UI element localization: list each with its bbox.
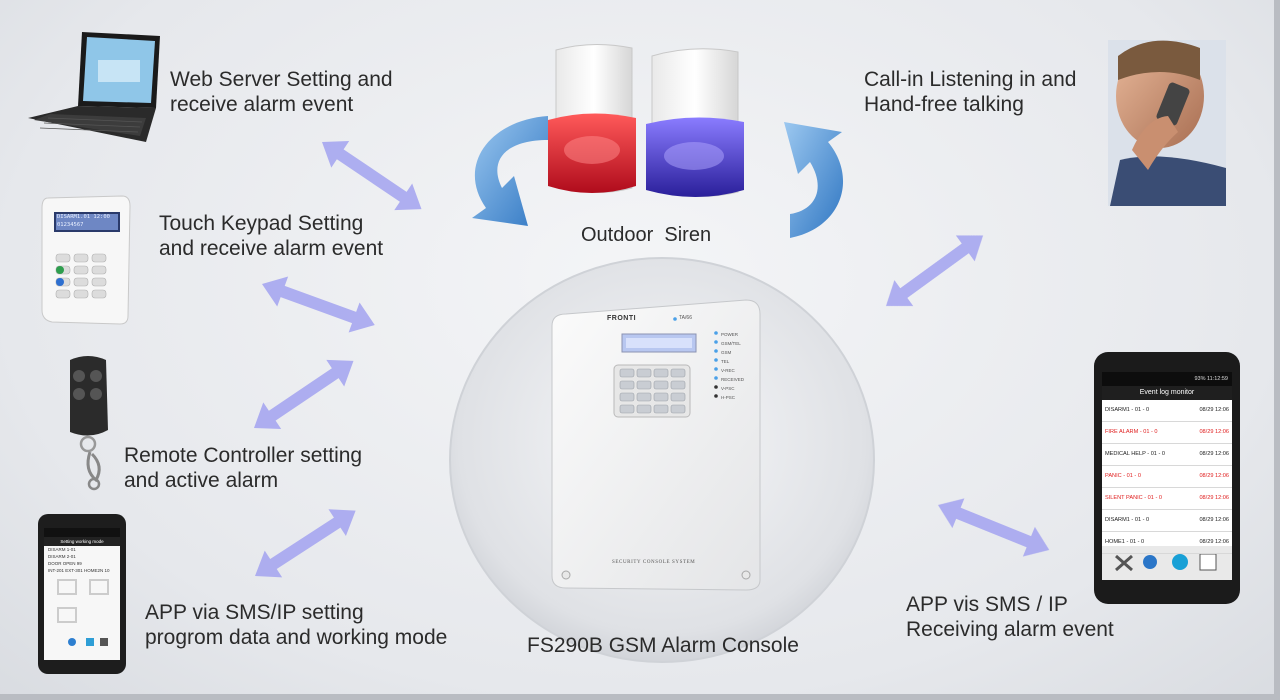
right-smartphone-device [1094,352,1240,604]
alarm-console-device [551,299,761,591]
node-app-setting-line2: progrom data and working mode [145,626,448,649]
console-model: TA/66 [679,315,692,321]
node-app-receive-line2: Receiving alarm event [906,618,1114,641]
event-name: SILENT PANIC - 01 - 0 [1105,495,1162,501]
node-app-setting-line1: APP via SMS/IP setting [145,601,364,624]
node-app-receive: APP vis SMS / IP Receiving alarm event [906,592,1114,642]
node-app-receive-line1: APP vis SMS / IP [906,593,1068,616]
arrow-app-receive [932,490,1056,565]
arrow-keypad [256,268,381,341]
left-phone-line: DISARM 2-01 [48,554,76,559]
node-call-in: Call-in Listening in and Hand-free talki… [864,67,1076,117]
console-led-label: GSM [721,350,732,355]
keypad-display-line2: 01234567 [57,222,84,228]
event-time: 08/29 12:06 [1199,429,1229,435]
arrow-app-setting [246,497,365,590]
person-on-phone-image [1108,40,1226,206]
right-phone-status: 93% 11:12:59 [1194,376,1228,382]
right-phone-title: Event log monitor [1139,389,1195,396]
event-name: MEDICAL HELP - 01 - 0 [1105,451,1165,457]
arrow-call-in [876,222,993,319]
left-phone-title: Setting working mode [60,539,104,544]
outdoor-siren-blue [646,48,744,197]
touch-keypad-device [41,195,131,325]
event-time: 08/29 12:06 [1199,539,1229,545]
console-label: FS290B GSM Alarm Console [527,634,799,657]
event-log-row[interactable]: FIRE ALARM - 01 - 0 08/29 12:06 [1102,422,1232,444]
siren-curve-arrow-right [784,122,844,238]
node-keypad: Touch Keypad Setting and receive alarm e… [159,211,383,261]
event-log-row[interactable]: PANIC - 01 - 0 08/29 12:06 [1102,466,1232,488]
right-phone-screen: 93% 11:12:59 Event log monitor DISARM1 -… [1102,372,1232,554]
event-name: DISARM1 - 01 - 0 [1105,517,1150,523]
console-led-label: RECEIVED [721,377,745,382]
event-time: 08/29 12:06 [1199,451,1229,457]
siren-curve-arrow-left [472,116,548,226]
event-name: PANIC - 01 - 0 [1105,473,1141,479]
node-web-server-line1: Web Server Setting and [170,68,393,91]
event-name: FIRE ALARM - 01 - 0 [1105,429,1158,435]
arrow-remote [245,347,363,442]
node-keypad-line1: Touch Keypad Setting [159,212,364,235]
event-log-row[interactable]: DISARM1 - 01 - 0 08/29 12:06 [1102,400,1232,422]
console-led-label: V-PSC [721,386,735,391]
event-log-row[interactable]: MEDICAL HELP - 01 - 0 08/29 12:06 [1102,444,1232,466]
siren-label: Outdoor Siren [581,224,712,246]
node-remote: Remote Controller setting and active ala… [124,443,362,493]
node-call-in-line1: Call-in Listening in and [864,68,1077,91]
event-log-row[interactable]: HOME1 - 01 - 0 08/29 12:06 [1102,532,1232,554]
keypad-display-line1: DISARM1.01 12:00 [57,214,110,220]
left-phone-line: INT-201 EXT-301 HOME2N 10 [48,568,110,573]
keypad-display: DISARM1.01 12:00 01234567 [57,213,119,229]
arrow-web-server [313,128,431,223]
console-led-label: POWER [721,332,739,337]
left-phone-line: DOOR OPEN 99 [48,561,82,566]
console-led-label: TEL [721,359,730,364]
console-led-label: GSM/TEL [721,341,741,346]
event-time: 08/29 12:06 [1199,495,1229,501]
console-brand: FRONTI [607,315,637,322]
laptop-device [28,32,160,142]
event-log-row[interactable]: SILENT PANIC - 01 - 0 08/29 12:06 [1102,488,1232,510]
event-time: 08/29 12:06 [1199,407,1229,413]
event-name: DISARM1 - 01 - 0 [1105,407,1150,413]
console-led-labels: POWER GSM/TEL GSM TEL V-REC RECEIVED V-P… [721,330,744,402]
node-remote-line1: Remote Controller setting [124,444,363,467]
left-phone-line: DISARM 1-01 [48,547,76,552]
node-remote-line2: and active alarm [124,469,279,492]
node-keypad-line2: and receive alarm event [159,237,384,260]
outdoor-siren-red [548,43,636,194]
console-footer: SECURITY CONSOLE SYSTEM [612,560,696,565]
remote-controller-device [70,356,108,491]
node-web-server: Web Server Setting and receive alarm eve… [170,67,393,117]
event-time: 08/29 12:06 [1199,517,1229,523]
event-log-row[interactable]: DISARM1 - 01 - 0 08/29 12:06 [1102,510,1232,532]
left-smartphone-device [38,514,126,674]
console-led-label: V-REC [721,368,735,373]
node-web-server-line2: receive alarm event [170,93,354,116]
console-led-label: H-PSC [721,395,736,400]
node-app-setting: APP via SMS/IP setting progrom data and … [145,600,447,650]
event-time: 08/29 12:06 [1199,473,1229,479]
node-call-in-line2: Hand-free talking [864,93,1024,116]
event-name: HOME1 - 01 - 0 [1105,539,1145,545]
left-phone-screen: Setting working mode DISARM 1-01 DISARM … [45,537,119,574]
